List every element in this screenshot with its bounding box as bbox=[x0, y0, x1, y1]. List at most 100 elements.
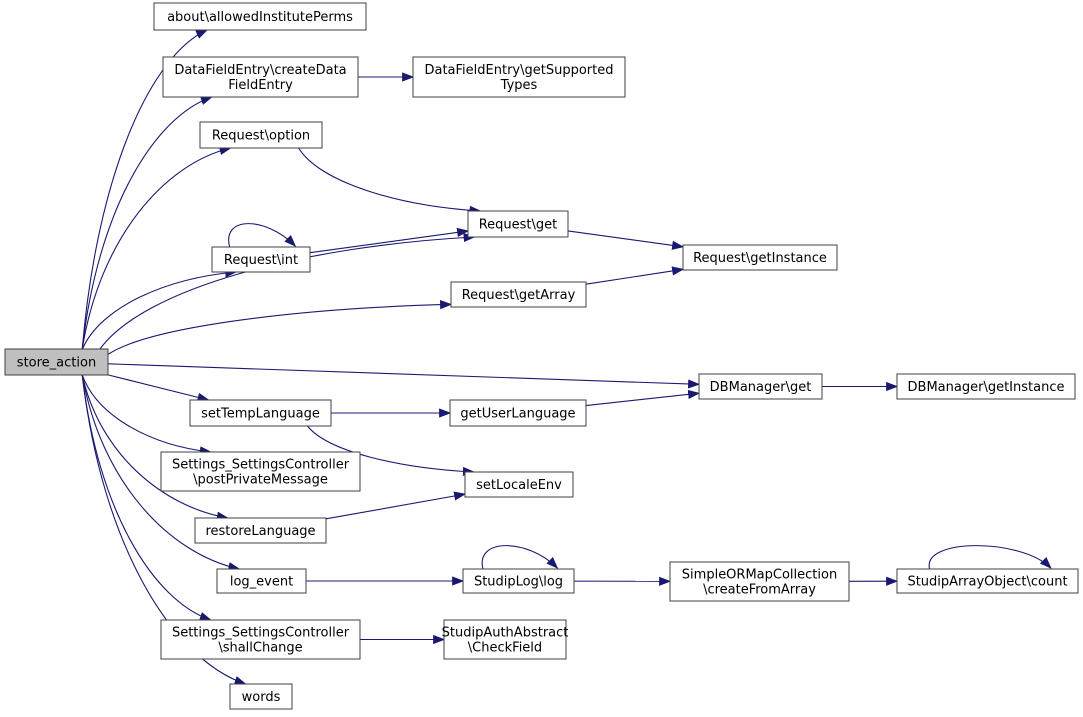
node-label: \createFromArray bbox=[703, 583, 816, 598]
node-label: log_event bbox=[230, 575, 293, 590]
node-label: restoreLanguage bbox=[205, 524, 315, 539]
node-box bbox=[467, 210, 569, 238]
edge-request-int--request-int bbox=[228, 223, 297, 248]
edge-store-action--request-get bbox=[99, 232, 476, 350]
node-request-get[interactable]: Request\get bbox=[467, 210, 569, 238]
node-box bbox=[462, 568, 575, 594]
node-box bbox=[153, 2, 367, 31]
edge-store-action--restorelanguage bbox=[81, 374, 229, 521]
node-store-action: store_action bbox=[4, 348, 109, 376]
edge-store-action--settemplanguage bbox=[107, 374, 210, 402]
node-label: StudipLog\log bbox=[474, 575, 563, 590]
node-label: \postPrivateMessage bbox=[193, 473, 328, 488]
node-about-allowed-institute-perms[interactable]: about\allowedInstitutePerms bbox=[153, 2, 367, 31]
node-getuserlanguage[interactable]: getUserLanguage bbox=[449, 399, 587, 427]
node-label: setLocaleEnv bbox=[476, 478, 562, 493]
node-label: setTempLanguage bbox=[201, 407, 320, 422]
node-label: getUserLanguage bbox=[460, 407, 575, 422]
edge-store-action--about-allowed-institute-perms bbox=[81, 29, 209, 350]
node-box bbox=[896, 568, 1079, 594]
node-box bbox=[682, 244, 838, 271]
node-box bbox=[896, 373, 1076, 400]
node-label: DBManager\get bbox=[710, 380, 812, 395]
edge-store-action--request-getarray bbox=[107, 300, 453, 355]
node-label: DBManager\getInstance bbox=[908, 380, 1065, 395]
edge-store-action--words bbox=[81, 374, 247, 685]
node-label: SimpleORMapCollection bbox=[682, 568, 837, 583]
node-box-highlighted bbox=[4, 348, 109, 376]
nodes-layer: store_action about\allowedInstitutePermsD… bbox=[4, 2, 1079, 710]
edges-layer bbox=[81, 29, 1052, 685]
node-request-getinstance[interactable]: Request\getInstance bbox=[682, 244, 838, 271]
node-box bbox=[464, 471, 574, 498]
edge-store-action--settings-settingscontroller-postprivatemessage bbox=[81, 374, 212, 456]
node-label: Settings_SettingsController bbox=[172, 626, 350, 641]
edge-settemplanguage--setlocaleenv bbox=[307, 425, 476, 477]
node-settemplanguage[interactable]: setTempLanguage bbox=[189, 399, 332, 427]
node-setlocaleenv[interactable]: setLocaleEnv bbox=[464, 471, 574, 498]
node-label: \shallChange bbox=[218, 641, 302, 656]
node-box bbox=[194, 517, 327, 544]
node-label: StudipArrayObject\count bbox=[907, 575, 1067, 590]
node-box bbox=[412, 56, 626, 98]
node-studiparrayobject-count[interactable]: StudipArrayObject\count bbox=[896, 568, 1079, 594]
node-label: Settings_SettingsController bbox=[172, 458, 350, 473]
edge-request-getarray--request-getinstance bbox=[585, 266, 685, 285]
edge-store-action--request-int bbox=[81, 268, 238, 350]
edge-request-option--request-get bbox=[298, 147, 482, 215]
node-simpleormapcollection-createfromarray[interactable]: SimpleORMapCollection\createFromArray bbox=[669, 561, 850, 602]
node-label: Request\getInstance bbox=[693, 251, 827, 266]
node-studiplog-log[interactable]: StudipLog\log bbox=[462, 568, 575, 594]
edge-store-action--datafieldentry-createdatafieldentry bbox=[81, 96, 213, 350]
node-box bbox=[199, 121, 323, 149]
node-box bbox=[189, 399, 332, 427]
node-settings-settingscontroller-shallchange[interactable]: Settings_SettingsController\shallChange bbox=[160, 619, 361, 660]
node-label: DataFieldEntry\getSupported bbox=[424, 63, 613, 78]
edge-studiplog-log--studiplog-log bbox=[481, 545, 559, 570]
node-label: Request\getArray bbox=[462, 288, 576, 303]
edge-store-action--settings-settingscontroller-shallchange bbox=[81, 374, 212, 621]
edge-request-get--request-getinstance bbox=[567, 230, 685, 250]
node-box bbox=[698, 373, 823, 400]
edge-store-action--dbmanager-get bbox=[107, 363, 701, 389]
node-log-event[interactable]: log_event bbox=[216, 568, 307, 594]
node-box bbox=[443, 619, 567, 660]
edge-request-int--request-get bbox=[309, 227, 470, 254]
node-label: words bbox=[242, 690, 281, 705]
node-dbmanager-get[interactable]: DBManager\get bbox=[698, 373, 823, 400]
node-box bbox=[160, 451, 361, 492]
node-label: Request\option bbox=[212, 129, 310, 144]
node-label: store_action bbox=[17, 356, 96, 371]
node-request-getarray[interactable]: Request\getArray bbox=[450, 281, 587, 308]
node-label: about\allowedInstitutePerms bbox=[167, 10, 353, 25]
node-dbmanager-getinstance[interactable]: DBManager\getInstance bbox=[896, 373, 1076, 400]
node-label: Request\get bbox=[479, 218, 558, 233]
node-settings-settingscontroller-postprivatemessage[interactable]: Settings_SettingsController\postPrivateM… bbox=[160, 451, 361, 492]
node-box bbox=[216, 568, 307, 594]
edge-studiparrayobject-count--studiparrayobject-count bbox=[928, 545, 1052, 570]
node-label: FieldEntry bbox=[228, 78, 293, 93]
node-studipauthabstract-checkfield[interactable]: StudipAuthAbstract\CheckField bbox=[442, 619, 569, 660]
node-label: Request\int bbox=[224, 253, 298, 268]
node-box bbox=[162, 56, 359, 98]
edge-store-action--log-event bbox=[81, 374, 241, 572]
node-restorelanguage[interactable]: restoreLanguage bbox=[194, 517, 327, 544]
edge-restorelanguage--setlocaleenv bbox=[325, 491, 467, 520]
node-box bbox=[450, 281, 587, 308]
node-label: StudipAuthAbstract bbox=[442, 626, 569, 641]
node-request-option[interactable]: Request\option bbox=[199, 121, 323, 149]
edge-store-action--request-option bbox=[81, 146, 232, 350]
node-words[interactable]: words bbox=[229, 683, 293, 710]
node-box bbox=[449, 399, 587, 427]
node-label: DataFieldEntry\createData bbox=[174, 63, 346, 78]
node-box bbox=[211, 246, 311, 273]
node-box bbox=[669, 561, 850, 602]
node-label: Types bbox=[500, 78, 538, 93]
node-box bbox=[160, 619, 361, 660]
edge-getuserlanguage--dbmanager-get bbox=[585, 389, 701, 407]
node-request-int[interactable]: Request\int bbox=[211, 246, 311, 273]
